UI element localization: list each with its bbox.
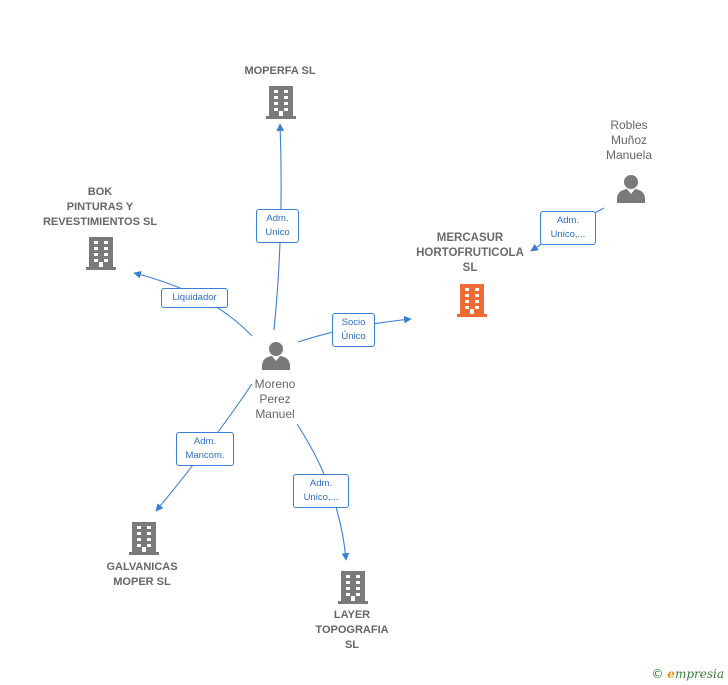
node-label-line: Perez — [259, 392, 291, 406]
node-label-line: PINTURAS Y — [66, 201, 134, 213]
node-label-line: GALVANICAS — [106, 561, 178, 573]
person-icon[interactable] — [616, 173, 646, 203]
node-label-bok[interactable]: BOK PINTURAS Y REVESTIMIENTOS SL — [43, 185, 157, 230]
node-label-line: MOPERFA SL — [244, 65, 316, 77]
building-icon[interactable] — [128, 521, 160, 555]
brand-name: mpresia — [674, 667, 724, 681]
node-label-line: LAYER — [333, 609, 371, 621]
edge-label-line: Mancom. — [185, 450, 225, 461]
node-label-mercasur[interactable]: MERCASUR HORTOFRUTICOLA SL — [416, 231, 524, 276]
edge-label-socio-unico[interactable]: Socio Único — [332, 313, 375, 347]
building-icon[interactable] — [85, 236, 117, 270]
node-label-line: SL — [344, 639, 360, 651]
building-icon[interactable] — [337, 570, 369, 604]
empresia-logo[interactable]: © empresia — [651, 667, 724, 681]
edge-label-line: Unico,... — [550, 229, 586, 240]
edge-label-adm-mancom[interactable]: Adm. Mancom. — [176, 432, 234, 466]
node-label-layer[interactable]: LAYER TOPOGRAFIA SL — [315, 608, 388, 653]
brand-initial: e — [667, 667, 675, 681]
node-label-moperfa[interactable]: MOPERFA SL — [244, 64, 315, 79]
node-label-line: Robles — [610, 118, 648, 132]
edge-label-liquidador[interactable]: Liquidador — [161, 288, 228, 308]
edge-label-line: Adm. — [266, 213, 289, 224]
building-icon[interactable] — [265, 85, 297, 119]
copyright-icon: © — [651, 667, 664, 681]
edge-label-line: Unico — [265, 227, 290, 238]
edge-label-line: Socio — [341, 317, 366, 328]
building-icon[interactable] — [456, 283, 488, 317]
edge-label-line: Único — [341, 331, 366, 342]
node-label-line: Manuela — [605, 148, 653, 162]
node-label-galvanicas[interactable]: GALVANICAS MOPER SL — [106, 560, 177, 590]
node-label-line: MOPER SL — [113, 576, 171, 588]
edge-label-line: Liquidador — [172, 292, 217, 303]
edge-label-line: Adm. — [309, 478, 333, 489]
node-label-line: TOPOGRAFIA — [315, 624, 389, 636]
node-label-line: MERCASUR — [436, 232, 504, 244]
node-label-robles[interactable]: Robles Muñoz Manuela — [606, 118, 652, 163]
node-label-line: Moreno — [254, 377, 296, 391]
edge-label-adm-unico-robles[interactable]: Adm. Unico,... — [540, 211, 596, 245]
node-label-line: HORTOFRUTICOLA — [416, 247, 524, 259]
node-label-line: Muñoz — [610, 133, 648, 147]
edge-label-line: Adm. — [556, 215, 580, 226]
node-label-line: BOK — [87, 186, 113, 198]
edge-label-adm-unico-moperfa[interactable]: Adm. Unico — [256, 209, 299, 243]
edge-label-adm-unico-layer[interactable]: Adm. Unico,... — [293, 474, 349, 508]
node-label-moreno[interactable]: Moreno Perez Manuel — [255, 377, 296, 422]
person-icon[interactable] — [261, 340, 291, 370]
edge-label-line: Adm. — [193, 436, 217, 447]
node-label-line: Manuel — [255, 407, 295, 421]
node-label-line: SL — [462, 262, 478, 274]
node-label-line: REVESTIMIENTOS SL — [42, 216, 158, 228]
edge-label-line: Unico,... — [303, 492, 339, 503]
